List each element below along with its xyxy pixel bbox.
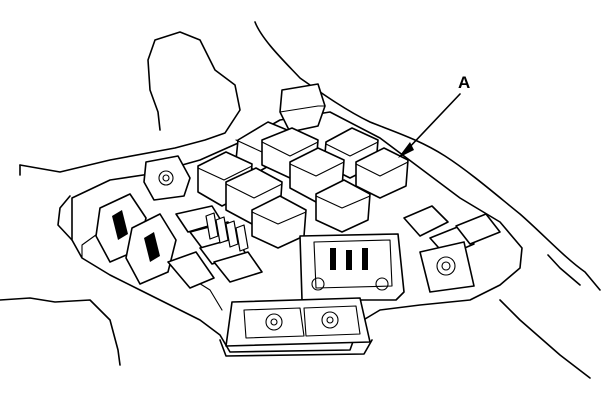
fuse-slots-right	[403, 205, 501, 293]
terminal-block-lower	[219, 297, 373, 357]
terminal-post-upper	[143, 155, 191, 201]
leader-arrow	[398, 93, 461, 158]
relay-8	[315, 179, 371, 233]
relay-cluster	[197, 83, 409, 249]
arrow-icon	[398, 142, 414, 158]
body-panel-outline	[0, 21, 601, 379]
callout-label-a: A	[458, 73, 471, 92]
relay-top	[279, 83, 326, 133]
mini-fuse-row	[205, 212, 249, 252]
connector-block-center	[299, 233, 405, 301]
